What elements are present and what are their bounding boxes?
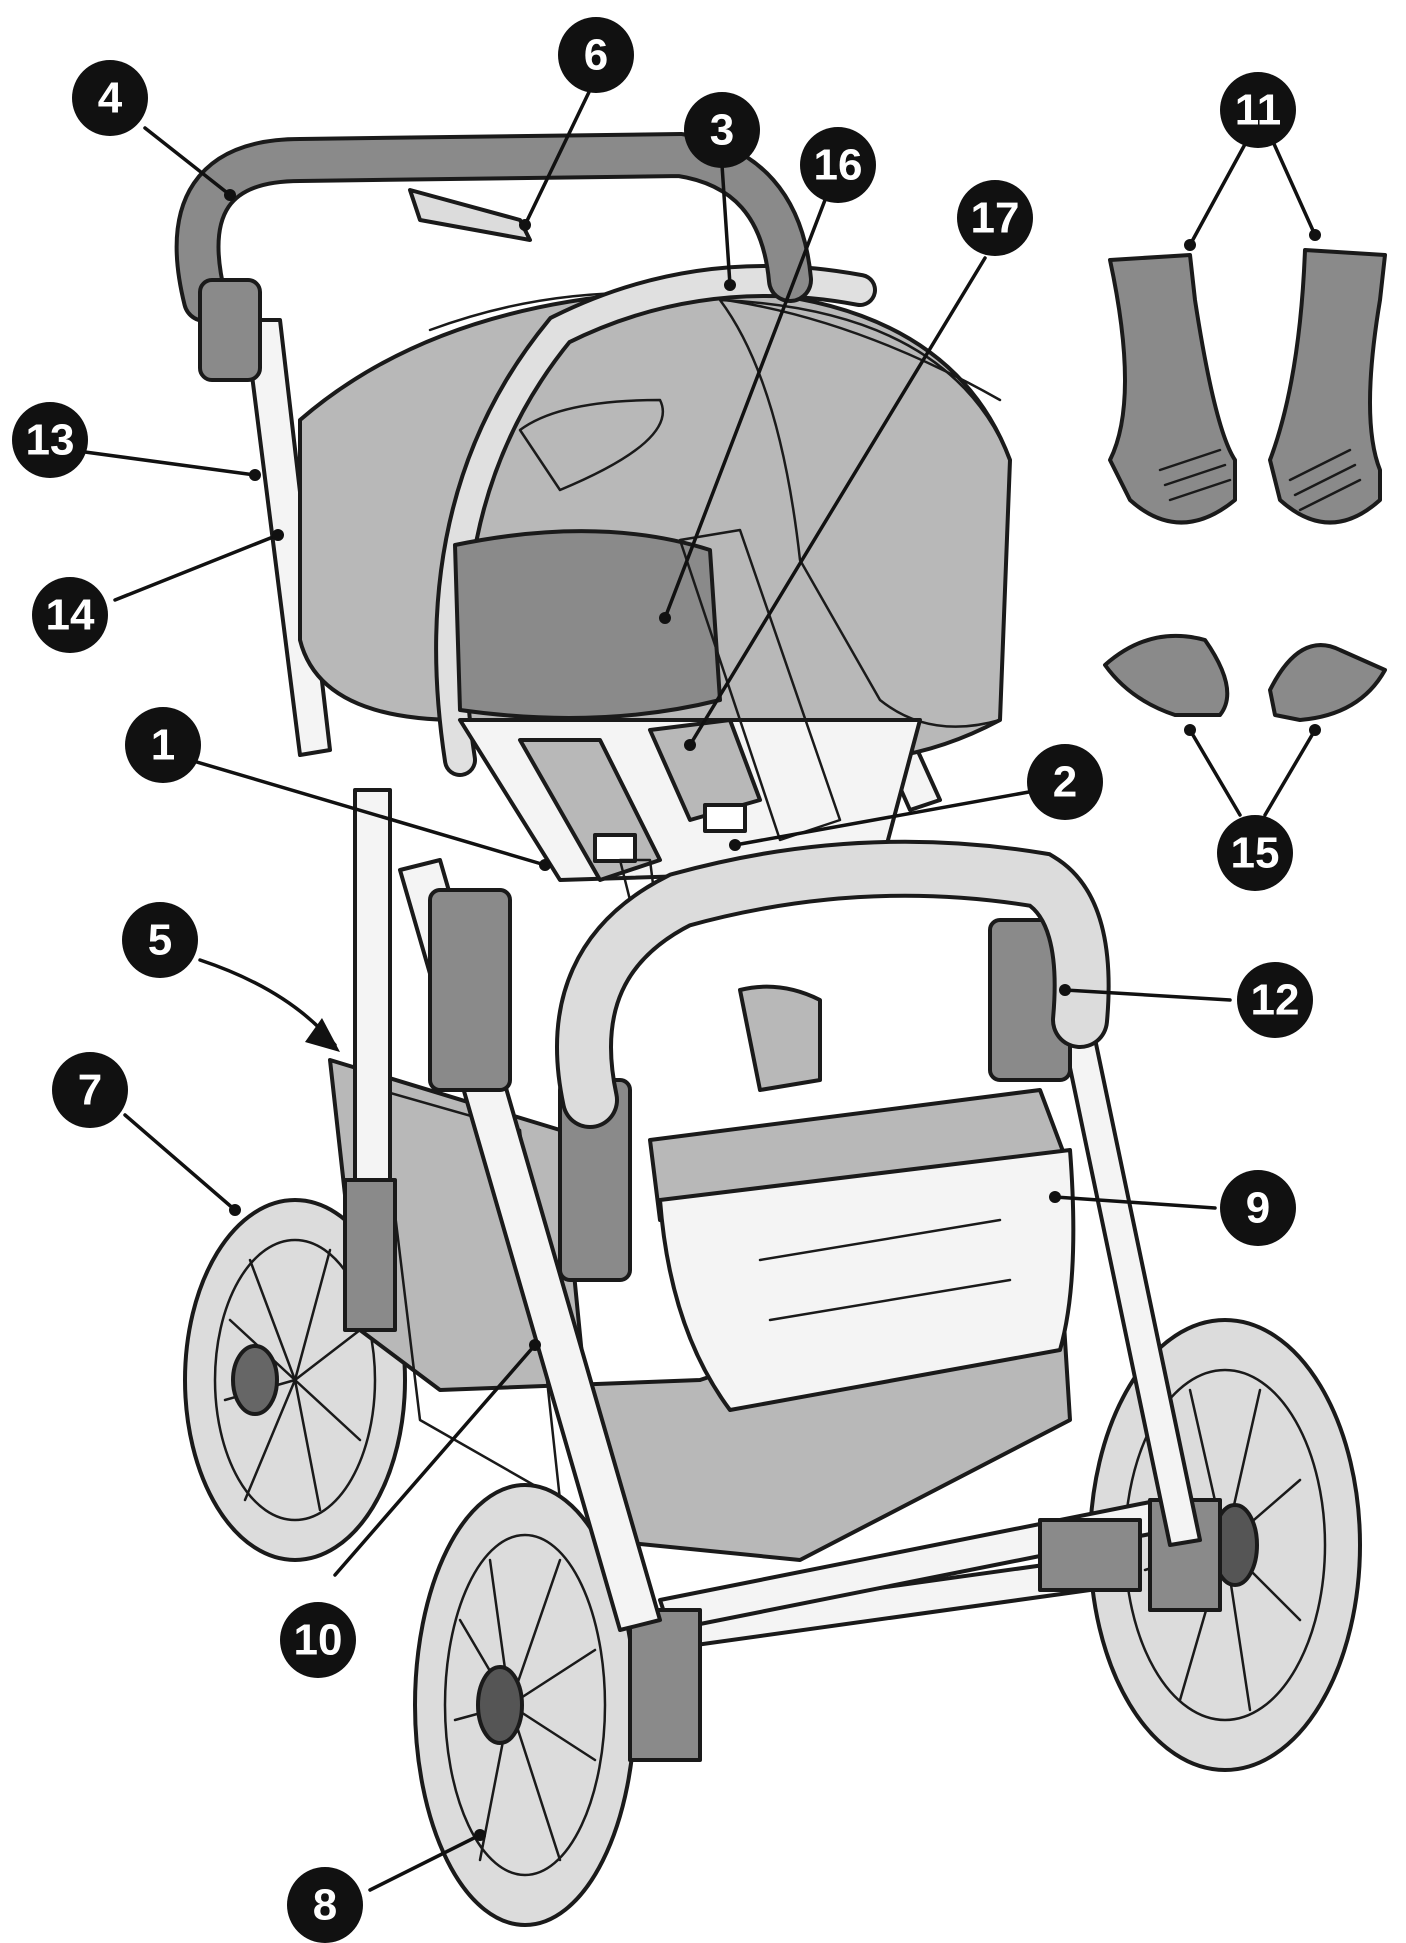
callout-6: 6: [558, 17, 634, 93]
leader-2: [733, 788, 1042, 847]
leader-12: [1063, 988, 1232, 1002]
callout-label: 1: [151, 721, 175, 770]
harness-pads: [1108, 248, 1387, 525]
leader-17: [688, 256, 987, 747]
callout-2: 2: [1027, 744, 1103, 820]
callout-16: 16: [800, 127, 876, 203]
callout-label: 10: [294, 1616, 343, 1665]
callout-13: 13: [12, 402, 88, 478]
callout-8: 8: [287, 1867, 363, 1943]
callout-label: 6: [584, 31, 608, 80]
callout-label: 9: [1246, 1184, 1270, 1233]
leader-16: [663, 198, 827, 620]
callout-12: 12: [1237, 962, 1313, 1038]
shoulder-pads: [1103, 633, 1387, 722]
leader-15b: [1263, 728, 1317, 817]
callout-7: 7: [52, 1052, 128, 1128]
callout-label: 2: [1053, 758, 1077, 807]
leg-cover: [648, 984, 1076, 1412]
callout-1: 1: [125, 707, 201, 783]
leader-3: [720, 163, 732, 287]
callout-label: 12: [1251, 976, 1300, 1025]
leader-14: [113, 533, 280, 602]
leader-lines: [83, 88, 1321, 1892]
callout-label: 14: [46, 591, 95, 640]
callout-label: 11: [1235, 86, 1282, 135]
leader-4: [143, 126, 232, 197]
callout-11: 11: [1220, 72, 1296, 148]
callout-label: 16: [814, 141, 863, 190]
leader-7: [123, 1113, 237, 1212]
callout-label: 7: [78, 1066, 102, 1115]
leader-10: [333, 1343, 537, 1577]
callout-label: 17: [971, 194, 1020, 243]
callout-3: 3: [684, 92, 760, 168]
bumper-bar: [555, 839, 1111, 1129]
leader-9: [1053, 1195, 1217, 1210]
callout-label: 4: [98, 74, 123, 123]
callout-17: 17: [957, 180, 1033, 256]
callout-9: 9: [1220, 1170, 1296, 1246]
leader-13: [83, 450, 257, 477]
handlebar: [174, 131, 813, 382]
callout-14: 14: [32, 577, 108, 653]
callout-15: 15: [1217, 815, 1293, 891]
callout-10: 10: [280, 1602, 356, 1678]
leader-11a: [1188, 133, 1252, 247]
callout-label: 5: [148, 916, 172, 965]
front-left-wheel: [413, 1483, 702, 1927]
callout-4: 4: [72, 60, 148, 136]
leader-6: [523, 88, 592, 227]
callout-5: 5: [122, 902, 198, 978]
callout-label: 13: [26, 416, 75, 465]
lower-frame: [648, 1498, 1222, 1652]
leader-11b: [1268, 133, 1317, 237]
leader-1: [188, 758, 547, 867]
sun-visor-panel: [453, 529, 722, 720]
callout-label: 8: [313, 1881, 337, 1930]
leader-8: [368, 1833, 482, 1892]
seat: [458, 528, 922, 942]
callout-label: 3: [710, 106, 734, 155]
callout-label: 15: [1231, 829, 1280, 878]
leader-15a: [1188, 728, 1242, 817]
arrow-5: [305, 1018, 340, 1052]
